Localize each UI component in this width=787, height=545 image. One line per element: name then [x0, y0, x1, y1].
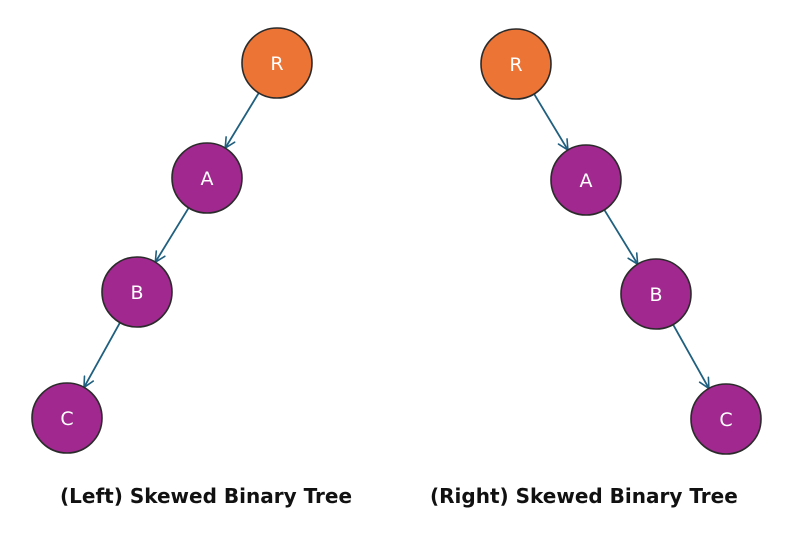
left-node-a: A: [171, 142, 243, 214]
right-node-b-circle: [620, 258, 692, 330]
right-node-b: B: [620, 258, 692, 330]
right-node-b-label: B: [649, 284, 662, 306]
left-node-b: B: [101, 256, 173, 328]
left-node-r-circle: [241, 27, 313, 99]
left-node-b-circle: [101, 256, 173, 328]
left-tree-caption: (Left) Skewed Binary Tree: [60, 484, 353, 508]
right-node-a-circle: [550, 144, 622, 216]
left-node-r: R: [241, 27, 313, 99]
left-node-c-label: C: [60, 408, 73, 430]
right-edge-a-b: [603, 209, 639, 265]
right-node-c-label: C: [719, 409, 732, 431]
right-node-c-circle: [690, 383, 762, 455]
left-edge-a-b: [154, 207, 190, 263]
left-edge-b-c: [83, 322, 121, 389]
right-skewed-tree: R A B C: [480, 28, 762, 455]
right-node-r-circle: [480, 28, 552, 100]
right-tree-caption: (Right) Skewed Binary Tree: [430, 484, 738, 508]
left-skewed-tree: R A B C: [31, 27, 313, 454]
right-edge-r-a: [533, 93, 569, 151]
right-node-r-label: R: [509, 54, 522, 76]
left-node-r-label: R: [270, 53, 283, 75]
left-node-a-circle: [171, 142, 243, 214]
left-node-a-label: A: [201, 168, 214, 190]
right-node-r: R: [480, 28, 552, 100]
left-edge-r-a: [224, 92, 260, 149]
left-node-b-label: B: [130, 282, 143, 304]
left-node-c-circle: [31, 382, 103, 454]
right-node-a-label: A: [580, 170, 593, 192]
right-node-c: C: [690, 383, 762, 455]
right-edge-b-c: [672, 324, 710, 390]
left-node-c: C: [31, 382, 103, 454]
right-node-a: A: [550, 144, 622, 216]
